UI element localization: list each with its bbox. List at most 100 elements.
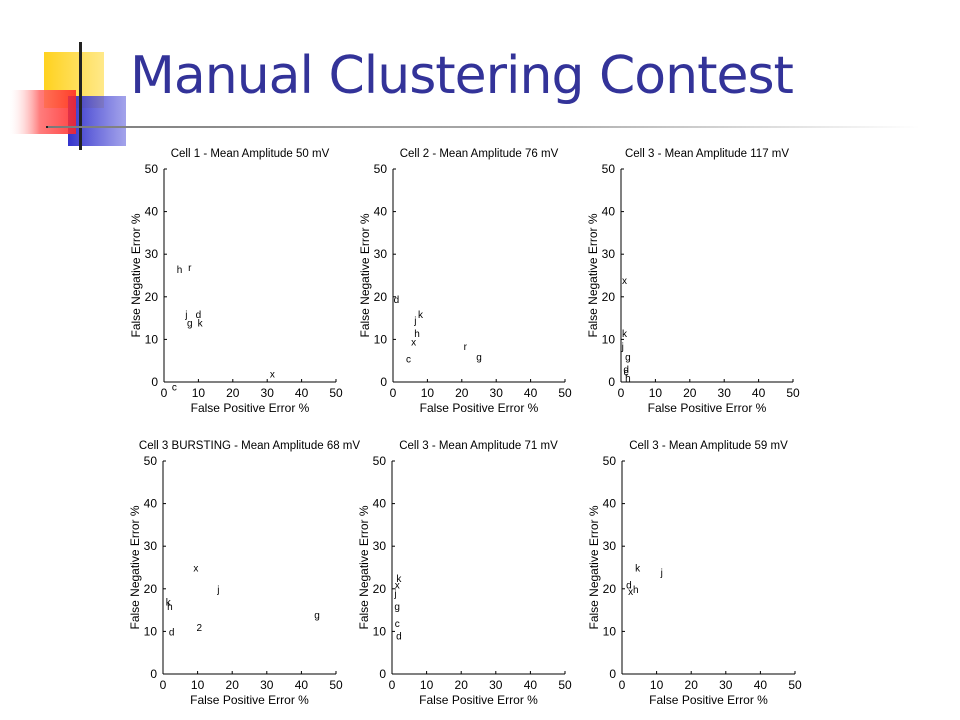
data-point-label: x	[628, 587, 633, 598]
y-tick-label: 20	[144, 582, 158, 596]
y-tick-label: 50	[373, 454, 387, 468]
y-tick-label: 20	[374, 290, 388, 304]
y-tick-label: 40	[144, 497, 158, 511]
x-tick-label: 30	[490, 386, 504, 400]
y-tick-label: 50	[145, 162, 159, 176]
y-tick-label: 30	[373, 539, 387, 553]
x-tick-label: 20	[685, 678, 699, 692]
data-point-label: x	[270, 369, 275, 380]
x-tick-label: 0	[160, 678, 167, 692]
data-point-label: r	[464, 342, 468, 353]
x-tick-label: 40	[524, 386, 538, 400]
x-tick-label: 50	[788, 678, 802, 692]
data-point-label: j	[393, 589, 396, 600]
data-point-label: h	[414, 329, 420, 340]
x-tick-label: 10	[649, 386, 663, 400]
y-tick-label: 40	[374, 205, 388, 219]
x-tick-label: 10	[420, 678, 434, 692]
x-axis-label: False Positive Error %	[190, 693, 309, 707]
y-tick-label: 10	[145, 332, 159, 346]
data-point-label: h	[177, 265, 183, 276]
data-point-label: x	[622, 276, 627, 287]
y-tick-label: 40	[603, 497, 617, 511]
x-tick-label: 10	[192, 386, 206, 400]
y-tick-label: 50	[603, 454, 617, 468]
x-tick-label: 40	[295, 386, 309, 400]
x-tick-label: 0	[390, 386, 397, 400]
y-tick-label: 0	[609, 667, 616, 681]
data-point-label: c	[406, 355, 411, 366]
x-tick-label: 30	[261, 386, 275, 400]
y-axis-label: False Negative Error %	[586, 213, 600, 337]
x-tick-label: 0	[389, 678, 396, 692]
data-point-label: j	[621, 342, 624, 353]
y-tick-label: 50	[602, 162, 616, 176]
data-point-label: d	[623, 365, 629, 376]
y-tick-label: 50	[374, 162, 388, 176]
data-point-label: d	[396, 632, 402, 643]
y-axis-label: False Negative Error %	[357, 505, 371, 629]
y-tick-label: 30	[145, 247, 159, 261]
x-tick-label: 50	[558, 386, 572, 400]
data-point-label: d	[394, 295, 400, 306]
data-point-label: j	[216, 585, 219, 596]
x-tick-label: 10	[421, 386, 435, 400]
data-point-label: x	[411, 338, 416, 349]
data-point-label: g	[625, 352, 631, 363]
data-point-label: g	[476, 352, 482, 363]
chart-title: Cell 3 - Mean Amplitude 71 mV	[399, 440, 558, 452]
data-point-label: d	[169, 627, 175, 638]
chart-title: Cell 3 - Mean Amplitude 59 mV	[629, 440, 788, 452]
x-tick-label: 20	[226, 678, 240, 692]
y-tick-label: 20	[145, 290, 159, 304]
y-tick-label: 30	[602, 247, 616, 261]
logo-vertical-line	[79, 42, 82, 150]
chart-title: Cell 1 - Mean Amplitude 50 mV	[171, 148, 330, 160]
data-point-label: g	[314, 610, 320, 621]
x-tick-label: 0	[618, 386, 625, 400]
x-tick-label: 20	[455, 678, 469, 692]
data-point-label: c	[172, 382, 177, 393]
y-tick-label: 0	[151, 375, 158, 389]
x-axis-label: False Positive Error %	[649, 693, 768, 707]
y-tick-label: 50	[144, 454, 158, 468]
y-tick-label: 0	[150, 667, 157, 681]
y-axis-label: False Negative Error %	[129, 213, 143, 337]
y-tick-label: 30	[603, 539, 617, 553]
x-tick-label: 50	[558, 678, 572, 692]
x-tick-label: 40	[524, 678, 538, 692]
x-tick-label: 30	[718, 386, 732, 400]
x-axis-label: False Positive Error %	[648, 401, 767, 415]
y-tick-label: 20	[602, 290, 616, 304]
data-point-label: c	[624, 367, 629, 378]
y-tick-label: 0	[379, 667, 386, 681]
x-tick-label: 0	[161, 386, 168, 400]
x-tick-label: 20	[683, 386, 697, 400]
data-point-label: x	[395, 581, 400, 592]
y-tick-label: 10	[373, 624, 387, 638]
data-point-label: k	[166, 598, 172, 609]
data-point-label: k	[198, 318, 204, 329]
slide-title: Manual Clustering Contest	[130, 46, 794, 106]
data-point-label: c	[395, 619, 400, 630]
chart-title: Cell 3 BURSTING - Mean Amplitude 68 mV	[139, 440, 360, 452]
x-axis-label: False Positive Error %	[420, 401, 539, 415]
y-tick-label: 10	[603, 624, 617, 638]
y-tick-label: 40	[602, 205, 616, 219]
x-tick-label: 50	[329, 386, 343, 400]
data-point-label: k	[418, 310, 424, 321]
y-tick-label: 20	[373, 582, 387, 596]
data-point-label: h	[167, 602, 173, 613]
data-point-label: j	[660, 568, 663, 579]
x-tick-label: 40	[754, 678, 768, 692]
data-point-label: 2	[197, 623, 203, 634]
chart-title: Cell 2 - Mean Amplitude 76 mV	[400, 148, 559, 160]
y-tick-label: 30	[374, 247, 388, 261]
y-tick-label: 20	[603, 582, 617, 596]
data-point-label: k	[622, 329, 628, 340]
